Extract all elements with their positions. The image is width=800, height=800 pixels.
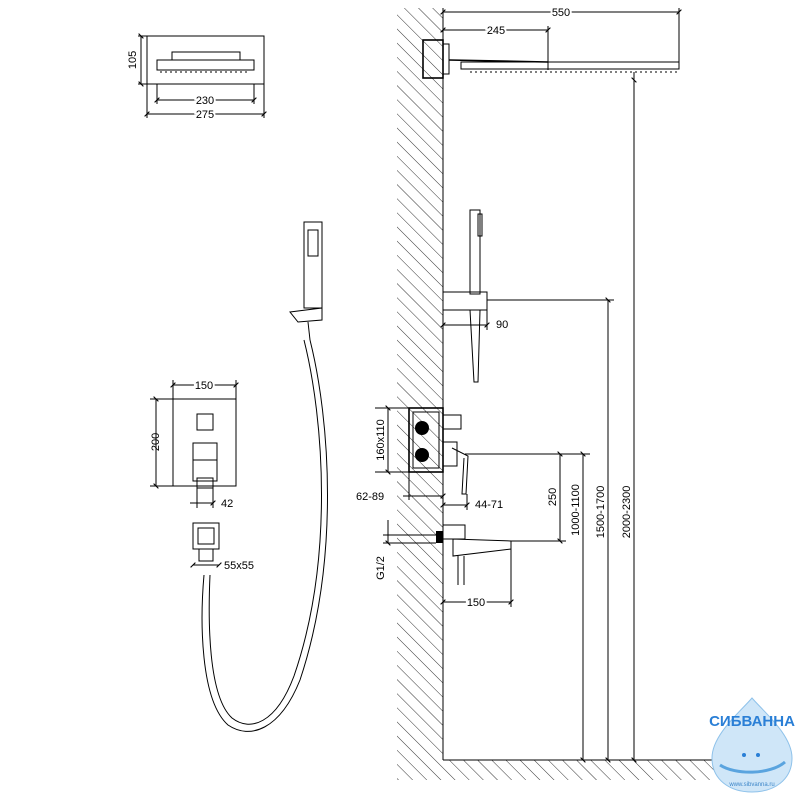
bath-spout-side: G1/2 150 [375,520,514,611]
wall-elbow: 55x55 [190,522,254,572]
hand-shower-holder-side: 90 [440,209,508,383]
dim-spout-length: 150 [467,597,485,609]
dim-mixer-height: 1000-1100 [570,484,582,536]
dim-lever-projection: 44-71 [475,499,503,511]
dim-mixer-box: 160x110 [375,419,387,460]
dim-lever-width: 42 [221,498,233,510]
dim-thread: G1/2 [375,556,387,580]
mixer-plate-front: 150 200 42 [150,378,239,510]
sibvanna-watermark: СИБВАННА www.sibvanna.ru [709,697,795,793]
dim-arm-to-outlet: 245 [487,25,505,37]
overhead-arm-side: 550 245 [422,5,682,79]
dim-plate-width: 150 [195,380,213,392]
dim-plate-height: 200 [150,433,162,451]
dim-head-height: 2000-2300 [621,486,633,539]
dim-overhead-depth: 105 [127,51,139,69]
dim-overhead-outer-width: 275 [196,109,214,121]
mixer-box-side: 160x110 62-89 44-71 [356,405,503,511]
dim-arm-length-total: 550 [552,7,570,19]
wall [397,8,783,780]
dim-holder-height: 1500-1700 [595,486,607,539]
dim-box-depth: 62-89 [356,491,384,503]
watermark-brand: СИБВАННА [709,713,795,730]
dim-holder-projection: 90 [496,319,508,331]
dim-overhead-inner-width: 230 [196,95,214,107]
shower-hose [201,339,328,732]
dim-mixer-to-spout: 250 [547,488,559,506]
overhead-shower-top-view: 105 230 275 [127,33,267,123]
dim-elbow-size: 55x55 [224,560,254,572]
hand-shower [289,221,323,341]
watermark-url: www.sibvanna.ru [728,782,774,788]
height-dimensions: 250 1000-1100 1500-1700 2000-2300 [465,72,637,763]
